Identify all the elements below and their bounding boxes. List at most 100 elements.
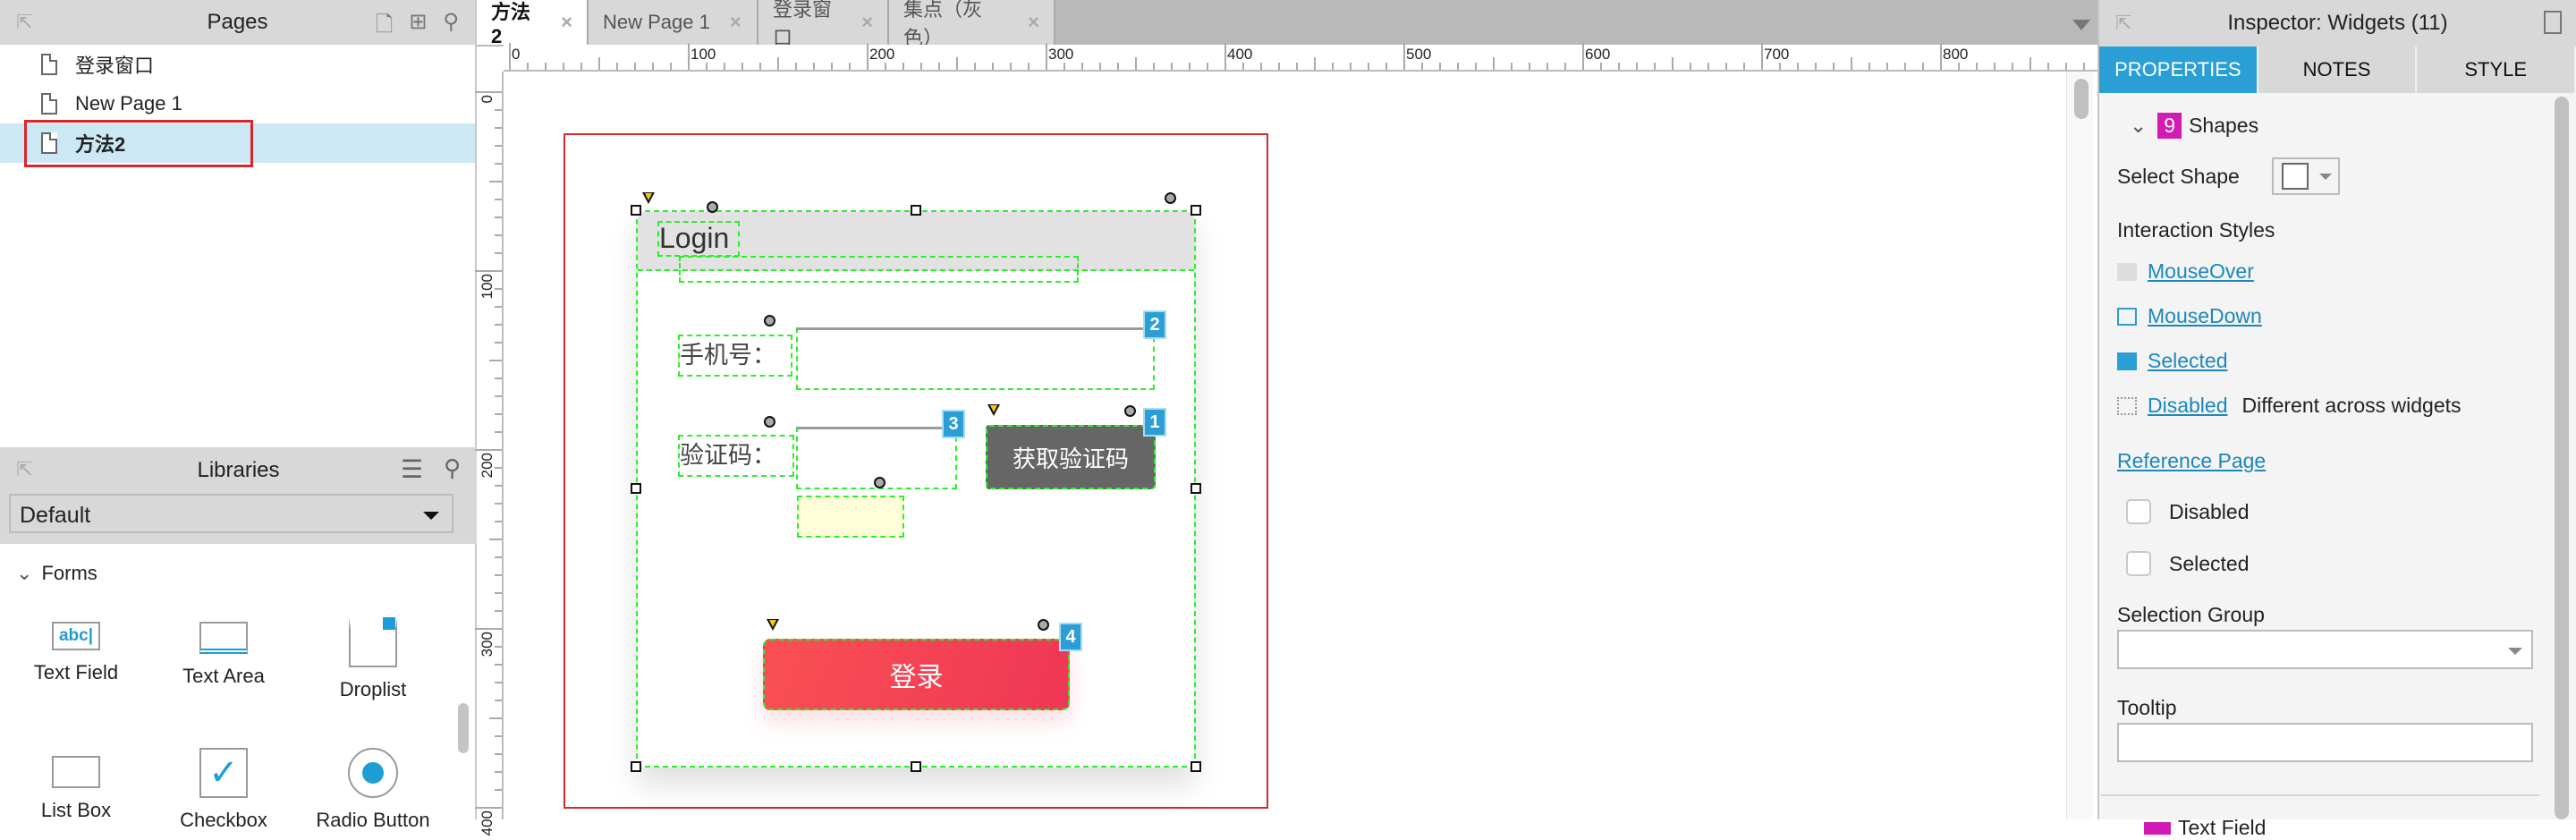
ruler-tick [1922, 63, 1924, 70]
inspector-scrollbar[interactable] [2555, 97, 2569, 819]
resize-handle[interactable] [911, 761, 921, 772]
scrollbar-thumb[interactable] [2074, 79, 2089, 119]
resize-handle[interactable] [911, 205, 921, 216]
resize-handle[interactable] [1191, 483, 1201, 494]
libraries-scrollbar[interactable] [458, 703, 469, 753]
login-button[interactable]: 登录 [763, 639, 1070, 710]
select-shape-dropdown[interactable] [2271, 157, 2340, 195]
mousedown-link[interactable]: MouseDown [2148, 304, 2262, 327]
rotate-handle-icon[interactable] [764, 416, 775, 428]
resize-handle[interactable] [1191, 761, 1201, 772]
add-folder-icon[interactable]: ⊞ [409, 10, 428, 34]
add-page-icon[interactable]: 🗋 [376, 13, 394, 37]
ruler-tick [495, 252, 502, 254]
login-title[interactable]: Login [657, 221, 740, 257]
ruler-tick [495, 592, 502, 594]
tab[interactable]: 方法2× [477, 0, 589, 47]
page-item-selected[interactable]: 方法2 [0, 123, 475, 163]
ruler-tick [1242, 63, 1244, 70]
ruler-tick [706, 63, 708, 70]
shapes-section-toggle[interactable]: ⌄ 9 Shapes [2130, 113, 2258, 139]
pin-icon[interactable]: ⇱ [2115, 12, 2132, 34]
widget-text-area[interactable]: Text Area [148, 622, 300, 688]
resize-handle[interactable] [1191, 205, 1201, 216]
ruler-label: 100 [479, 274, 496, 300]
page-icon[interactable] [2544, 11, 2562, 34]
rotate-handle-icon[interactable] [1124, 405, 1136, 417]
rotate-handle-icon[interactable] [874, 477, 886, 488]
ruler-tick [616, 63, 618, 70]
number-badge: 1 [1143, 408, 1166, 437]
ruler-tick [1117, 63, 1119, 70]
resize-handle[interactable] [631, 205, 641, 216]
disabled-note: Different across widgets [2241, 394, 2462, 417]
close-icon[interactable]: × [561, 11, 572, 33]
widget-list-box[interactable]: List Box [0, 756, 152, 822]
chevron-down-icon [2318, 173, 2332, 180]
tab-overflow-chevron-icon[interactable] [2072, 20, 2090, 30]
pin-icon[interactable]: ⇱ [16, 458, 33, 480]
ruler-tick [974, 63, 976, 70]
mouseover-style-icon [2117, 262, 2137, 281]
ruler-tick [563, 63, 564, 70]
selected-link[interactable]: Selected [2148, 349, 2228, 372]
selection-group-select[interactable] [2117, 630, 2533, 669]
divider-line[interactable] [679, 256, 1079, 283]
ruler-tick [495, 646, 502, 648]
tab-properties[interactable]: PROPERTIES [2099, 47, 2258, 93]
rotate-handle-icon[interactable] [764, 315, 775, 327]
phone-input[interactable] [796, 327, 1155, 390]
disabled-checkbox-row[interactable]: Disabled [2126, 499, 2250, 524]
ruler-tick [495, 288, 502, 290]
resize-handle[interactable] [631, 483, 641, 494]
ruler-tick [495, 789, 502, 791]
ruler-tick [992, 63, 994, 70]
search-icon[interactable]: ⚲ [443, 10, 459, 34]
get-code-button[interactable]: 获取验证码 [986, 425, 1156, 489]
ruler-label: 200 [869, 46, 895, 63]
ruler-tick [580, 63, 582, 70]
canvas-scrollbar[interactable] [2066, 72, 2093, 819]
close-icon[interactable]: × [1028, 11, 1039, 33]
tooltip-input[interactable] [2117, 723, 2533, 762]
tab[interactable]: New Page 1× [589, 0, 758, 45]
rotate-handle-icon[interactable] [1165, 192, 1176, 204]
ruler-tick [1493, 57, 1495, 70]
code-hint-box[interactable] [797, 496, 904, 538]
code-label[interactable]: 验证码： [678, 435, 794, 477]
rotate-handle-icon[interactable] [1038, 619, 1049, 631]
tab[interactable]: 集点（灰色）× [889, 0, 1055, 49]
pin-icon[interactable]: ⇱ [16, 11, 33, 33]
widget-droplist[interactable]: Droplist [297, 617, 449, 701]
forms-section-toggle[interactable]: ⌄Forms [16, 562, 97, 585]
rotate-handle-icon[interactable] [707, 201, 718, 213]
menu-icon[interactable]: ☰ [400, 455, 423, 483]
phone-label[interactable]: 手机号： [678, 335, 792, 377]
search-icon[interactable]: ⚲ [443, 454, 461, 481]
page-item[interactable]: New Page 1 [0, 84, 475, 123]
text-field-section-toggle[interactable]: Text Field [2144, 816, 2266, 840]
ruler-tick [1797, 63, 1799, 70]
ruler-tick [1224, 43, 1226, 70]
resize-handle[interactable] [631, 761, 641, 772]
tab-style[interactable]: STYLE [2417, 47, 2576, 93]
disabled-link[interactable]: Disabled [2148, 394, 2228, 417]
reference-page-link[interactable]: Reference Page [2117, 449, 2267, 472]
mouseover-link[interactable]: MouseOver [2148, 259, 2254, 283]
close-icon[interactable]: × [729, 11, 741, 33]
disabled-checkbox[interactable] [2126, 499, 2151, 524]
chevron-down-icon: ⌄ [2130, 114, 2148, 137]
library-select[interactable]: Default [9, 494, 453, 533]
widget-text-field[interactable]: abc| Text Field [0, 622, 152, 684]
selected-checkbox[interactable] [2126, 551, 2151, 576]
tab[interactable]: 登录窗口× [758, 0, 889, 49]
ruler-label: 500 [1406, 46, 1432, 63]
tab-notes[interactable]: NOTES [2258, 47, 2418, 93]
close-icon[interactable]: × [861, 11, 873, 33]
selected-style-icon [2117, 352, 2137, 370]
ruler-tick [1403, 43, 1405, 70]
page-item[interactable]: 登录窗口 [0, 45, 475, 84]
selected-checkbox-row[interactable]: Selected [2126, 551, 2250, 576]
